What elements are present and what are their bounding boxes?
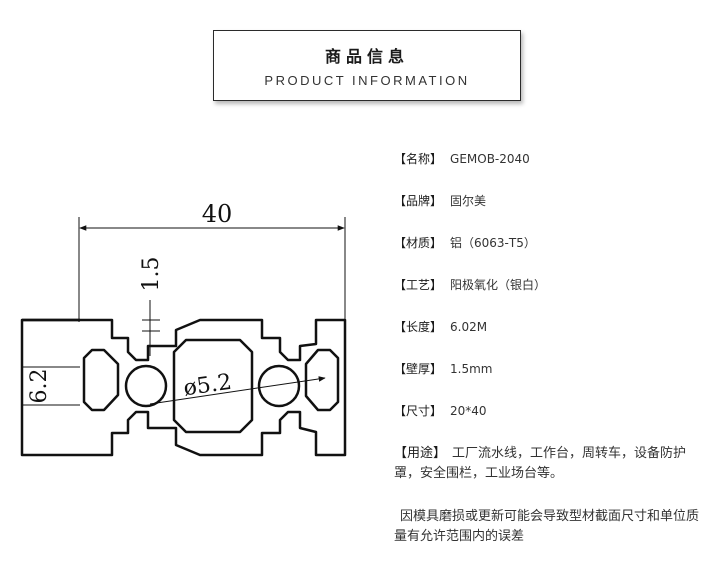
spec-label: 【尺寸】 [394, 404, 443, 418]
spec-value: 阳极氧化（银白） [450, 278, 547, 292]
header-title: 商品信息 [324, 47, 409, 66]
usage-label: 【用途】 [394, 446, 447, 461]
hole-dimension-label: ø5.2 [182, 370, 233, 401]
spec-row-process: 【工艺】阳极氧化（银白） [394, 276, 546, 294]
spec-row-name: 【名称】 GEMOB-2040 [394, 150, 530, 168]
spec-label: 【工艺】 [394, 278, 443, 292]
spec-label: 【名称】 [394, 152, 443, 166]
hole-dim-line [149, 376, 326, 405]
spec-row-brand: 【品牌】固尔美 [394, 192, 486, 210]
spec-row-wall-thickness: 【壁厚】 1.5mm [394, 360, 492, 378]
profile-hole-right [257, 364, 301, 408]
spec-label: 【壁厚】 [394, 362, 443, 376]
spec-label: 【品牌】 [394, 194, 443, 208]
extrusion-profile [20, 318, 347, 457]
spec-label: 【材质】 [394, 236, 443, 250]
spec-value: 20*40 [450, 404, 487, 418]
wall-dimension-label: 1.5 [139, 257, 164, 292]
spec-row-material: 【材质】铝（6063-T5） [394, 234, 536, 252]
spec-value: 铝（6063-T5） [450, 236, 536, 250]
product-info-header: 商品信息 PRODUCT INFORMATION [213, 30, 521, 101]
spec-row-length: 【长度】 6.02M [394, 318, 487, 336]
spec-value: GEMOB-2040 [450, 152, 530, 166]
spec-label: 【长度】 [394, 320, 443, 334]
spec-value: 6.02M [450, 320, 488, 334]
disclaimer-text: 因模具磨损或更新可能会导致型材截面尺寸和单位质量有允许范围内的误差 [394, 509, 700, 544]
spec-row-size: 【尺寸】 20*40 [394, 402, 487, 420]
slot-dimension-label: 6.2 [27, 369, 52, 404]
spec-value: 固尔美 [450, 194, 487, 208]
profile-hole-left [124, 364, 168, 408]
profile-drawing: 40 1.5 6.2 ø5.2 [20, 200, 347, 457]
spec-value: 1.5mm [450, 362, 493, 376]
header-subtitle: PRODUCT INFORMATION [264, 73, 470, 88]
usage-block: 【用途】工厂流水线，工作台，周转车，设备防护罩，安全围栏，工业场台等。 [394, 444, 706, 484]
usage-text: 工厂流水线，工作台，周转车，设备防护罩，安全围栏，工业场台等。 [394, 446, 687, 481]
width-dimension-label: 40 [202, 200, 233, 228]
